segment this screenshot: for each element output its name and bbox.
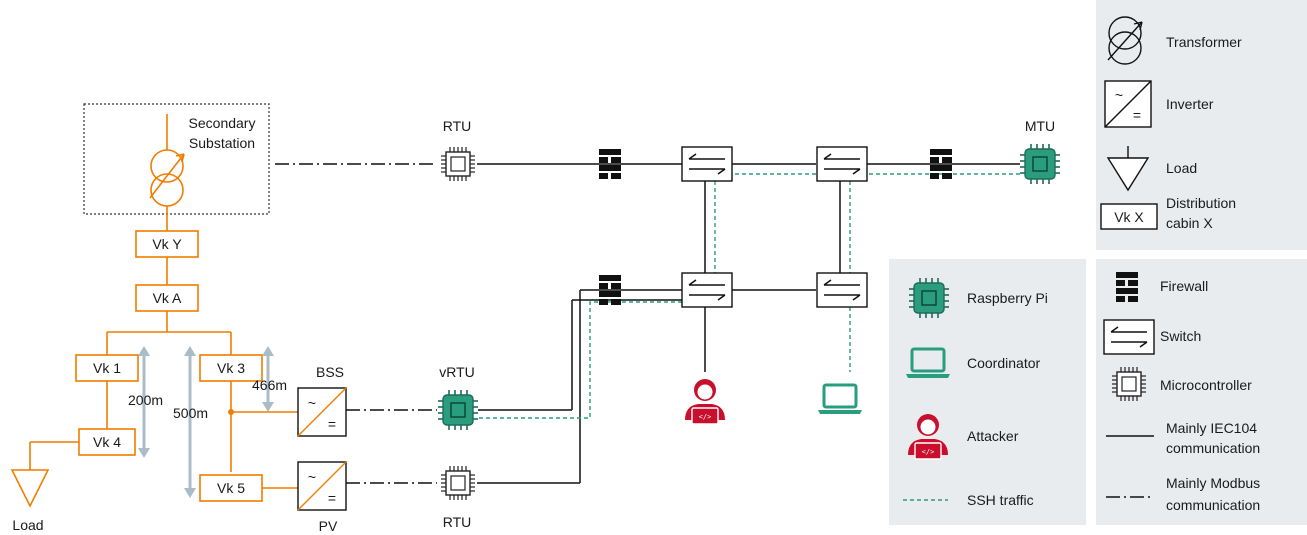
rtu-bottom-microcontroller-icon [440, 465, 476, 501]
legend-modbus-label-line2: communication [1166, 497, 1260, 513]
distance-466m-label: 466m [252, 377, 287, 393]
cabin-vk-3-label: Vk 3 [217, 360, 245, 376]
secondary-substation-box [83, 103, 270, 215]
legend-transformer-icon [1107, 16, 1143, 65]
cabin-vk-3 [199, 354, 263, 382]
cabin-vk-a-label: Vk A [153, 290, 182, 306]
cabin-vk-y-label: Vk Y [152, 236, 182, 252]
distance-200m-label: 200m [128, 392, 163, 408]
legend-attacker-label: Attacker [967, 428, 1019, 444]
rtu-top-microcontroller-icon [440, 146, 476, 182]
distance-arrow-500m [184, 346, 196, 498]
legend-iec104-label-line1: Mainly IEC104 [1166, 420, 1257, 436]
attacker-icon [684, 378, 726, 425]
iec104-links [477, 163, 1020, 484]
vrtu-label: vRTU [439, 364, 475, 380]
vrtu-raspberry-pi-icon [437, 389, 479, 431]
legend-cabin-label-line2: cabin X [1166, 215, 1213, 231]
pv-inverter-icon: ~ = [297, 461, 347, 511]
bss-dc-symbol: = [328, 416, 336, 432]
bss-label: BSS [316, 364, 344, 380]
cabin-vk-y [135, 230, 199, 258]
legend-coordinator-label: Coordinator [967, 355, 1040, 371]
modbus-links [275, 163, 437, 484]
bss-inverter-icon: ~ = [297, 387, 347, 437]
cabin-vk-5 [199, 474, 263, 502]
cabin-vk-1 [75, 354, 139, 382]
substation-transformer-icon [149, 114, 185, 231]
pv-dc-symbol: = [328, 490, 336, 506]
legend-switch-icon [1103, 319, 1155, 355]
legend-microcontroller-label: Microcontroller [1160, 377, 1252, 393]
switch-top-right-icon [816, 146, 868, 182]
legend-load-label: Load [1166, 160, 1197, 176]
load-icon [10, 469, 50, 508]
legend-vk-box-icon [1100, 203, 1158, 230]
legend-modbus-label-line1: Mainly Modbus [1166, 475, 1260, 491]
legend-inverter-dc: = [1133, 107, 1141, 123]
cabin-vk-a [135, 284, 199, 312]
legend-inverter-label: Inverter [1166, 96, 1214, 112]
legend-transformer-label: Transformer [1166, 34, 1242, 50]
switch-bottom-right-icon [816, 272, 868, 308]
legend-microcontroller-icon [1111, 366, 1147, 402]
legend-inverter-ac: ~ [1115, 87, 1123, 103]
distance-arrow-200m [138, 346, 150, 458]
load-label: Load [12, 517, 43, 533]
legend-iec104-label-line2: communication [1166, 440, 1260, 456]
legend-vk-box-label: Vk X [1114, 209, 1144, 225]
legend-inverter-icon: ~ = [1104, 80, 1152, 128]
rtu-top-label: RTU [443, 118, 472, 134]
legend-load-icon [1106, 146, 1150, 192]
substation-label-line1: Secondary [189, 115, 256, 131]
legend-raspberry-pi-icon [908, 277, 950, 319]
switch-bottom-left-icon [681, 272, 733, 308]
substation-label-line2: Substation [189, 135, 255, 151]
distance-500m-label: 500m [173, 405, 208, 421]
cabin-vk-1-label: Vk 1 [93, 360, 121, 376]
cabin-vk-5-label: Vk 5 [217, 480, 245, 496]
legend-ssh-label: SSH traffic [967, 492, 1034, 508]
pv-ac-symbol: ~ [308, 469, 316, 485]
rtu-bottom-label: RTU [443, 514, 472, 530]
coordinator-laptop-icon [816, 383, 864, 416]
cabin-vk-4 [78, 428, 136, 456]
mtu-label: MTU [1025, 118, 1055, 134]
legend-firewall-label: Firewall [1160, 278, 1208, 294]
distance-arrow-466m [262, 346, 274, 412]
switch-top-left-icon [681, 146, 733, 182]
legend-raspberry-pi-label: Raspberry Pi [967, 290, 1048, 306]
legend-switch-label: Switch [1160, 328, 1201, 344]
legend-cabin-label-line1: Distribution [1166, 195, 1236, 211]
cabin-vk-4-label: Vk 4 [93, 434, 121, 450]
bss-ac-symbol: ~ [308, 395, 316, 411]
grid-feeder-lines [29, 257, 298, 489]
pv-label: PV [319, 518, 338, 534]
mtu-raspberry-pi-icon [1019, 143, 1061, 185]
